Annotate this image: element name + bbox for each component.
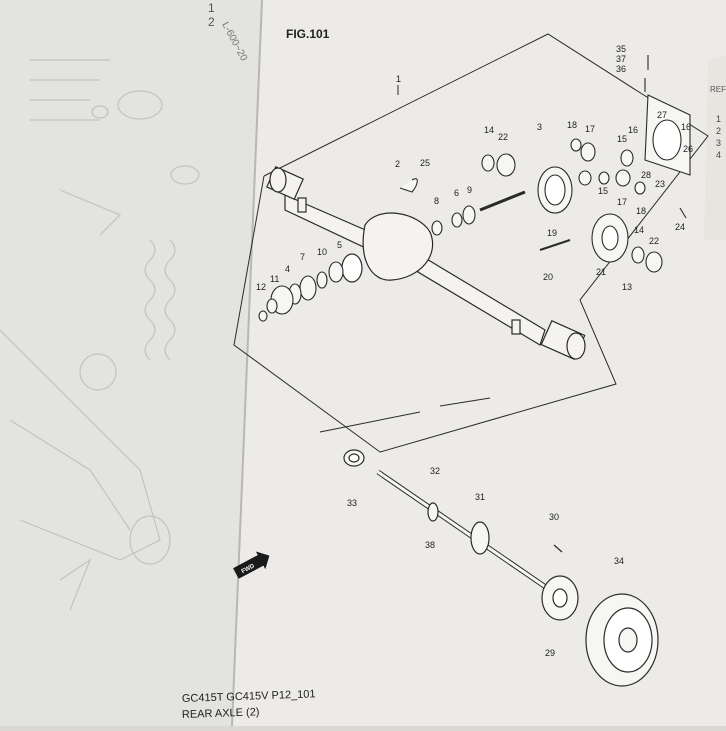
part-number: 15 — [617, 134, 627, 144]
part-number: 20 — [543, 272, 553, 282]
part-number: 35 — [616, 44, 626, 54]
model-line: GC415T GC415V P12_101 — [182, 688, 316, 705]
left-page-line: 2 — [208, 15, 215, 29]
part-number: 7 — [300, 252, 305, 262]
bleed-through-drawing — [0, 59, 200, 611]
part-number: 12 — [256, 282, 266, 292]
part-number: 6 — [454, 188, 459, 198]
part-number: 16 — [628, 125, 638, 135]
axle-shaft-assembly — [343, 449, 659, 687]
part-number: 8 — [434, 196, 439, 206]
part-number: 10 — [317, 247, 327, 257]
part-number: 18 — [636, 206, 646, 216]
part-number: 16 — [681, 122, 691, 132]
right-page-fragment: 2 — [716, 126, 721, 136]
part-number: 27 — [657, 110, 667, 120]
left-bearing-assembly — [258, 261, 344, 322]
part-number: 23 — [655, 179, 665, 189]
part-number: 29 — [545, 648, 555, 658]
right-page-edge: REF 1 2 3 4 — [704, 55, 726, 240]
right-page-fragment: REF — [710, 85, 726, 94]
part-number: 38 — [425, 540, 435, 550]
figure-title: FIG.101 — [286, 27, 330, 41]
exploded-view-frame — [233, 33, 709, 453]
part-number: 9 — [467, 185, 472, 195]
part-number: 11 — [270, 274, 279, 284]
part-number: 19 — [547, 228, 557, 238]
right-page-fragment: 1 — [716, 114, 721, 124]
part-number: 22 — [498, 132, 508, 142]
part-number: 30 — [549, 512, 559, 522]
part-number: 32 — [430, 466, 440, 476]
part-number: 22 — [649, 236, 659, 246]
part-number: 1 — [396, 74, 401, 84]
part-number: 14 — [484, 125, 494, 135]
part-number: 4 — [285, 264, 290, 274]
part-number: 37 — [616, 54, 626, 64]
differential-parts — [399, 55, 691, 273]
part-number: 14 — [634, 225, 644, 235]
part-number: 26 — [683, 144, 693, 154]
part-number: 13 — [622, 282, 632, 292]
left-page: 1 2 L-600~20 — [0, 0, 262, 726]
part-number: 25 — [420, 158, 430, 168]
part-number: 24 — [675, 222, 685, 232]
right-page-fragment: 3 — [716, 138, 721, 148]
part-number: 33 — [347, 498, 357, 508]
part-number-callouts: 1 2 3 4 5 6 7 8 9 10 11 12 13 14 14 15 1… — [256, 44, 693, 658]
part-number: 15 — [598, 186, 608, 196]
part-number: 2 — [395, 159, 400, 169]
part-number: 28 — [641, 170, 651, 180]
part-number: 31 — [475, 492, 485, 502]
part-number: 3 — [537, 122, 542, 132]
part-number: 36 — [616, 64, 626, 74]
part-number: 34 — [614, 556, 624, 566]
left-page-line: 1 — [208, 1, 215, 15]
section-title: REAR AXLE (2) — [182, 706, 260, 721]
right-page-fragment: 4 — [716, 150, 721, 160]
part-number: 21 — [596, 267, 606, 277]
part-number: 17 — [617, 197, 627, 207]
axle-housing — [266, 166, 586, 360]
part-number: 17 — [585, 124, 595, 134]
part-number: 18 — [567, 120, 577, 130]
part-number: 5 — [337, 240, 342, 250]
